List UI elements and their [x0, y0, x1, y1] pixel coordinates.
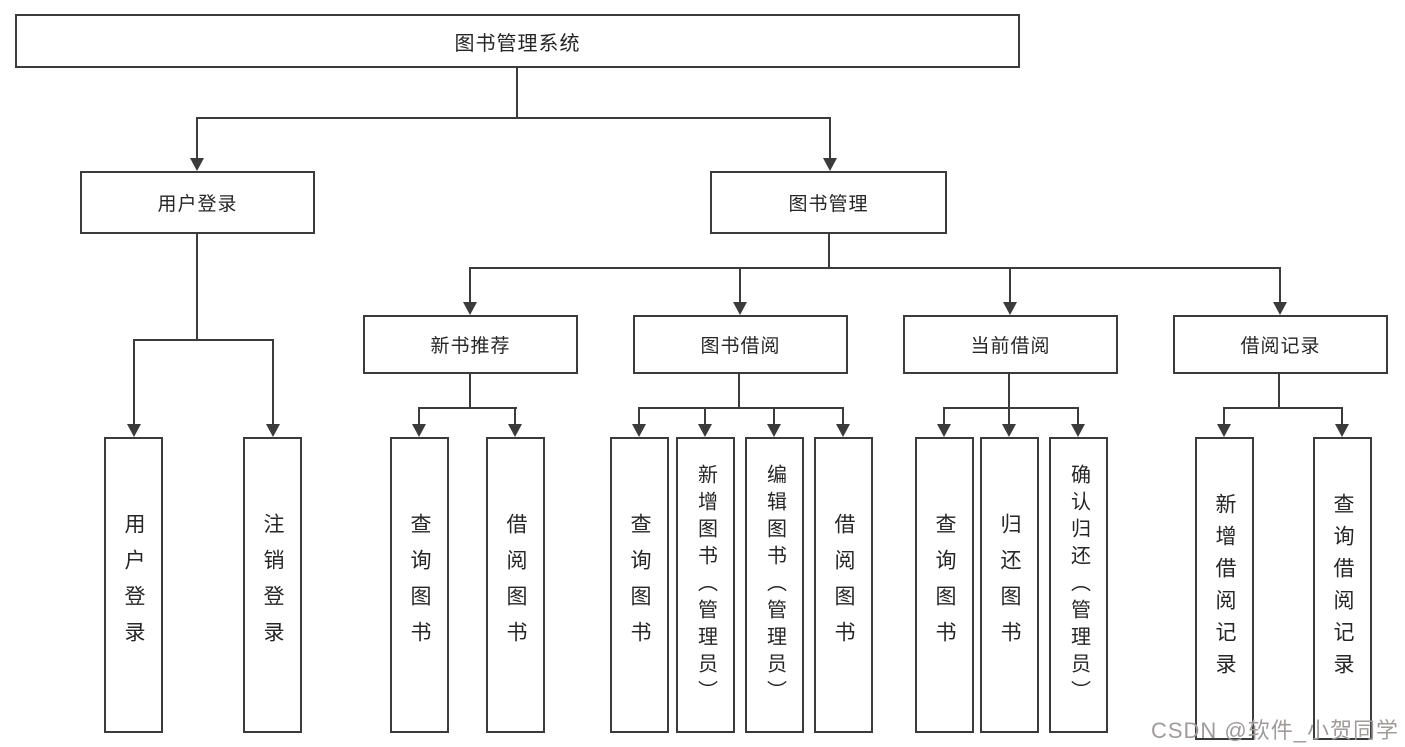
connector-line — [773, 407, 775, 424]
connector-line — [1279, 267, 1281, 302]
node-user-login: 用户登录 — [80, 171, 315, 234]
leaf-user-login-label: 用户登录 — [122, 513, 145, 657]
connector-line — [1278, 374, 1280, 408]
connector-line — [133, 339, 274, 341]
leaf-br-query-record: 查询借阅记录 — [1313, 437, 1372, 740]
leaf-br-add-record: 新增借阅记录 — [1195, 437, 1254, 740]
connector-line — [272, 339, 274, 425]
connector-line — [828, 234, 830, 268]
leaf-bb-edit-books-admin-label: 编辑图书（管理员） — [763, 463, 786, 707]
connector-line — [638, 407, 844, 409]
leaf-cb-return-books-label: 归还图书 — [998, 513, 1021, 657]
node-user-login-label: 用户登录 — [157, 194, 238, 215]
connector-line — [1009, 267, 1011, 302]
node-borrowing-records-label: 借阅记录 — [1240, 336, 1321, 357]
leaf-bb-borrow-books: 借阅图书 — [814, 437, 873, 733]
node-new-book-recommend-label: 新书推荐 — [430, 336, 511, 357]
leaf-user-login: 用户登录 — [104, 437, 163, 733]
connector-line — [1077, 407, 1079, 424]
node-borrowing-records: 借阅记录 — [1173, 315, 1388, 374]
connector-line — [469, 267, 1281, 269]
arrow-down-icon — [1335, 424, 1349, 437]
connector-line — [516, 68, 518, 118]
connector-line — [196, 117, 198, 159]
connector-line — [418, 407, 420, 424]
connector-line — [1223, 407, 1225, 424]
connector-line — [1341, 407, 1343, 424]
connector-line — [738, 374, 740, 408]
leaf-bb-add-books-admin: 新增图书（管理员） — [676, 437, 735, 733]
connector-line — [196, 234, 198, 340]
connector-line — [133, 339, 135, 425]
arrow-down-icon — [1217, 424, 1231, 437]
arrow-down-icon — [1003, 302, 1017, 315]
node-root: 图书管理系统 — [15, 14, 1020, 68]
connector-line — [829, 117, 831, 159]
node-current-borrowing-label: 当前借阅 — [970, 336, 1051, 357]
arrow-down-icon — [823, 158, 837, 171]
connector-line — [469, 374, 471, 408]
leaf-br-add-record-label: 新增借阅记录 — [1213, 492, 1236, 685]
node-book-management-label: 图书管理 — [788, 194, 869, 215]
arrow-down-icon — [937, 424, 951, 437]
arrow-down-icon — [412, 424, 426, 437]
arrow-down-icon — [1273, 302, 1287, 315]
arrow-down-icon — [836, 424, 850, 437]
leaf-cb-return-books: 归还图书 — [980, 437, 1039, 733]
connector-line — [196, 117, 831, 119]
leaf-nb-borrow-books: 借阅图书 — [486, 437, 545, 733]
csdn-watermark: CSDN @软件_小贺同学 — [1150, 718, 1399, 743]
connector-line — [418, 407, 517, 409]
leaf-cb-query-books-label: 查询图书 — [933, 513, 956, 657]
connector-line — [842, 407, 844, 424]
leaf-bb-borrow-books-label: 借阅图书 — [832, 513, 855, 657]
connector-line — [943, 407, 1079, 409]
arrow-down-icon — [266, 424, 280, 437]
arrow-down-icon — [463, 302, 477, 315]
connector-line — [469, 267, 471, 302]
leaf-bb-query-books: 查询图书 — [610, 437, 669, 733]
node-root-label: 图书管理系统 — [454, 32, 581, 55]
leaf-nb-query-books-label: 查询图书 — [408, 513, 431, 657]
node-book-borrowing: 图书借阅 — [633, 315, 848, 374]
leaf-logout-label: 注销登录 — [261, 513, 284, 657]
arrow-down-icon — [508, 424, 522, 437]
node-new-book-recommend: 新书推荐 — [363, 315, 578, 374]
connector-line — [943, 407, 945, 424]
leaf-cb-confirm-return-admin: 确认归还（管理员） — [1049, 437, 1108, 733]
leaf-br-query-record-label: 查询借阅记录 — [1331, 492, 1354, 685]
node-book-management: 图书管理 — [710, 171, 947, 234]
connector-line — [1008, 407, 1010, 424]
arrow-down-icon — [698, 424, 712, 437]
leaf-bb-add-books-admin-label: 新增图书（管理员） — [694, 463, 717, 707]
leaf-cb-confirm-return-admin-label: 确认归还（管理员） — [1067, 463, 1090, 707]
connector-line — [1008, 374, 1010, 408]
leaf-bb-edit-books-admin: 编辑图书（管理员） — [745, 437, 804, 733]
leaf-nb-query-books: 查询图书 — [390, 437, 449, 733]
connector-line — [704, 407, 706, 424]
leaf-bb-query-books-label: 查询图书 — [628, 513, 651, 657]
arrow-down-icon — [632, 424, 646, 437]
arrow-down-icon — [1071, 424, 1085, 437]
arrow-down-icon — [190, 158, 204, 171]
arrow-down-icon — [733, 302, 747, 315]
connector-line — [1223, 407, 1343, 409]
leaf-logout: 注销登录 — [243, 437, 302, 733]
connector-line — [739, 267, 741, 302]
leaf-cb-query-books: 查询图书 — [915, 437, 974, 733]
node-book-borrowing-label: 图书借阅 — [700, 336, 781, 357]
leaf-nb-borrow-books-label: 借阅图书 — [504, 513, 527, 657]
node-current-borrowing: 当前借阅 — [903, 315, 1118, 374]
arrow-down-icon — [127, 424, 141, 437]
connector-line — [638, 407, 640, 424]
arrow-down-icon — [767, 424, 781, 437]
arrow-down-icon — [1002, 424, 1016, 437]
connector-line — [514, 407, 516, 424]
